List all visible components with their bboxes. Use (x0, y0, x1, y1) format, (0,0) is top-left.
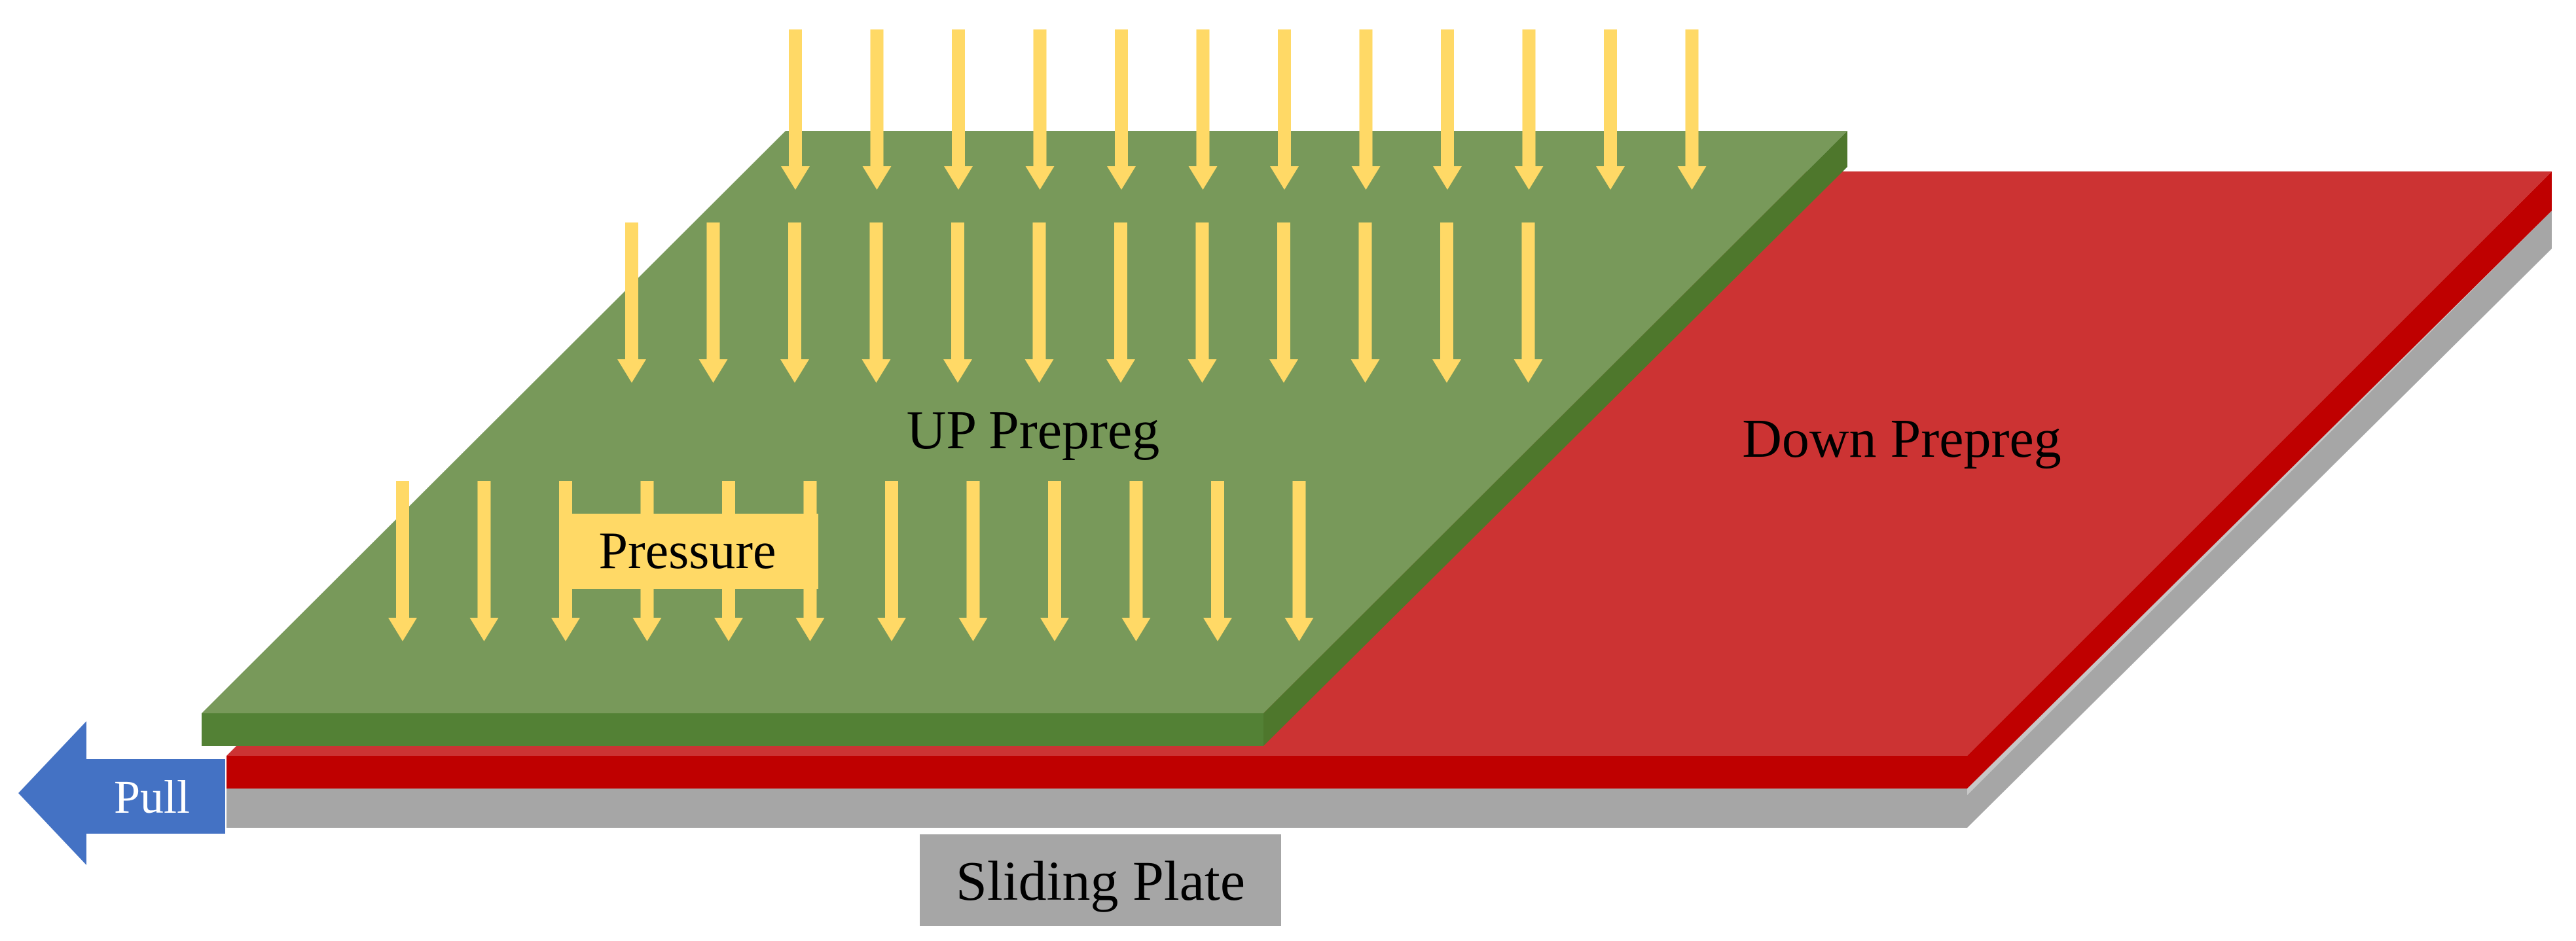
down-arrow-icon (862, 29, 892, 190)
sliding-plate-label-text: Sliding Plate (956, 849, 1245, 912)
sliding-plate-front (227, 789, 1967, 828)
down-arrow-icon (1040, 481, 1069, 641)
down-arrow-icon (1284, 481, 1314, 641)
down-arrow-icon (1269, 222, 1298, 383)
down-arrow-icon (1270, 29, 1299, 190)
down-arrow-icon (617, 222, 646, 383)
sliding-plate-side (1967, 211, 2552, 828)
down-arrow-icon (1596, 29, 1625, 190)
down-arrow-icon (781, 29, 810, 190)
down-prepreg-side (1967, 171, 2552, 789)
down-arrow-icon (1025, 222, 1054, 383)
down-arrow-icon (1677, 29, 1707, 190)
down-arrow-icon (469, 481, 499, 641)
down-arrow-icon (1514, 222, 1543, 383)
down-arrow-icon (1351, 222, 1380, 383)
down-arrow-icon (551, 481, 580, 641)
down-arrow-icon (1106, 222, 1135, 383)
pull-label: Pull (114, 771, 190, 823)
down-arrow-icon (944, 29, 973, 190)
up-prepreg-front (202, 713, 1263, 746)
up-prepreg-side (1263, 131, 1847, 746)
down-arrow-icon (1432, 222, 1461, 383)
sliding-plate-label-box (920, 834, 1281, 926)
down-arrow-icon (943, 222, 972, 383)
down-arrow-icon (1203, 481, 1232, 641)
down-arrow-icon (1025, 29, 1055, 190)
pull-arrow: Pull (18, 721, 225, 865)
down-arrow-icon (877, 481, 906, 641)
down-arrow-icon (780, 222, 809, 383)
pressure-label: Pressure (571, 514, 818, 589)
down-arrow-icon (862, 222, 891, 383)
down-arrow-icon (1351, 29, 1381, 190)
down-arrow-icon (1514, 29, 1544, 190)
pressure-label-text: Pressure (598, 522, 776, 580)
down-arrow-icon (1107, 29, 1136, 190)
down-prepreg-front (227, 756, 1967, 789)
down-arrow-icon (1188, 29, 1218, 190)
left-arrow-icon (18, 721, 225, 865)
down-arrow-icon (1121, 481, 1151, 641)
down-arrow-icon (698, 222, 728, 383)
pressure-label-box (571, 514, 818, 589)
up-prepreg-label: UP Prepreg (907, 400, 1160, 461)
down-prepreg-label: Down Prepreg (1742, 408, 2061, 469)
down-arrow-icon (1188, 222, 1217, 383)
pressure-arrows (388, 29, 1707, 641)
down-arrow-icon (1433, 29, 1462, 190)
down-arrow-icon (388, 481, 417, 641)
sliding-plate-label: Sliding Plate (920, 834, 1281, 926)
down-arrow-icon (958, 481, 988, 641)
